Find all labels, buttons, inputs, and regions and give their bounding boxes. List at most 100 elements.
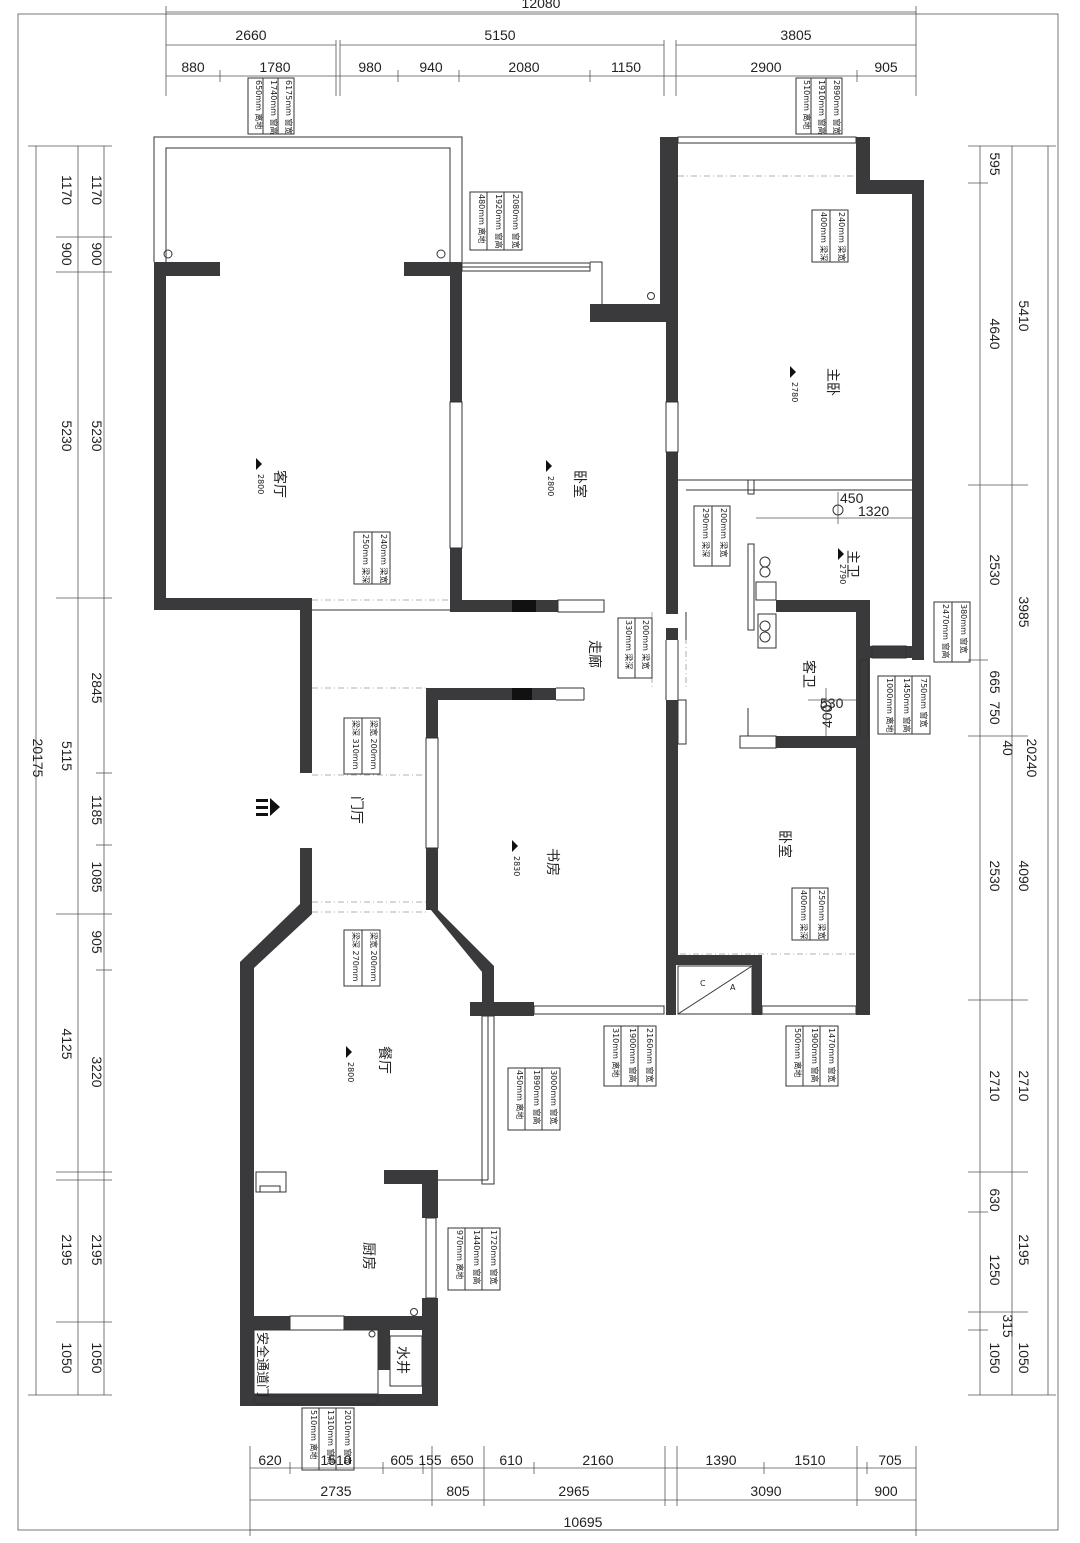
note-bottom-window-3: 510mm 离地 — [309, 1410, 319, 1459]
room-label-study: 书房 — [544, 848, 560, 876]
note-master-beam-1: 240mm 梁宽 — [837, 212, 847, 261]
right-sub-dim: 2710 — [987, 1070, 1003, 1101]
bottom-mid-dim: 900 — [874, 1483, 898, 1499]
note-master-beam-2: 400mm 梁深 — [819, 212, 828, 261]
bottom-sub-dim: 1390 — [705, 1452, 736, 1468]
note-bedroom-window-3: 500mm 离地 — [793, 1028, 803, 1077]
bottom-sub-dim: 605 — [390, 1452, 414, 1468]
note-guest-window-2: 1450mm 窗高 — [902, 678, 912, 733]
right-total-dim: 20240 — [1024, 739, 1040, 778]
note-kitchen-window-3: 970mm 离地 — [455, 1230, 465, 1279]
right-mid-dim: 3985 — [1016, 596, 1032, 627]
bottom-sub-dim: 650 — [450, 1452, 474, 1468]
top-sub-dim: 1150 — [611, 59, 641, 75]
note-nw-window-2: 1920mm 窗高 — [494, 194, 504, 249]
bottom-sub-dim: 610 — [499, 1452, 523, 1468]
left-sub-dim: 900 — [89, 242, 105, 266]
note-bedroom-window-1: 1470mm 窗宽 — [827, 1028, 837, 1083]
note-top-right-2: 1910mm 窗高 — [817, 80, 827, 135]
note-nw-window-1: 2080mm 窗宽 — [511, 194, 521, 249]
left-sub-dim: 3220 — [89, 1056, 105, 1087]
note-foyer-beam-1: 梁宽 200mm — [369, 720, 379, 770]
right-dimensions: 20240 5410 3985 4090 2710 2195 1050 595 … — [968, 145, 1056, 1396]
top-sub-dim: 980 — [358, 59, 382, 75]
bottom-mid-dim: 2965 — [558, 1483, 589, 1499]
bottom-dimensions: 620 1510 605 155 650 610 2160 1390 1510 … — [249, 1446, 917, 1536]
left-sub-dim: 1185 — [89, 795, 105, 825]
note-corridor-beam-2: 330mm 梁深 — [624, 620, 633, 669]
right-sub-dim: 595 — [987, 152, 1003, 176]
left-sub-dim: 2195 — [89, 1234, 105, 1265]
right-sub-dim: 750 — [987, 701, 1003, 725]
right-sub-dim: 630 — [987, 1188, 1003, 1212]
bath-fixtures: 450 1320 530 400 — [677, 479, 912, 749]
room-label-bedroom-nw: 卧室 — [571, 470, 588, 498]
note-right-window-2: 2470mm 窗高 — [941, 604, 951, 659]
top-sub-dim: 1780 — [259, 59, 290, 75]
note-bedroom-beam-2: 400mm 梁深 — [799, 890, 808, 939]
note-dining-window-2: 1890mm 窗高 — [532, 1070, 542, 1125]
right-sub-dim: 2530 — [987, 860, 1003, 891]
right-sub-dim: 1250 — [987, 1254, 1003, 1285]
right-sub-dim: 1050 — [987, 1342, 1003, 1373]
room-label-kitchen: 厨房 — [360, 1242, 376, 1270]
balcony-outline — [153, 136, 463, 262]
room-label-well: 水井 — [394, 1346, 410, 1374]
left-mid-dim: 5230 — [59, 420, 75, 451]
left-mid-dim: 2195 — [59, 1234, 75, 1265]
note-top-left-3: 650mm 离地 — [254, 80, 264, 129]
bottom-total-dim: 10695 — [564, 1514, 603, 1530]
height-study: 2830 — [512, 856, 521, 876]
note-corridor-beam-1: 200mm 梁宽 — [641, 620, 651, 669]
room-label-dining: 餐厅 — [376, 1046, 392, 1074]
right-mid-dim: 5410 — [1016, 300, 1032, 331]
note-guest-window-1: 750mm 窗宽 — [919, 678, 929, 727]
left-mid-dim: 1050 — [59, 1342, 75, 1373]
right-sub-dim: 2530 — [987, 554, 1003, 585]
note-top-left-2: 1740mm 窗高 — [269, 80, 279, 135]
top-mid-dim: 3805 — [780, 27, 811, 43]
note-living-beam-1: 240mm 梁宽 — [379, 534, 389, 583]
bath-dim-d: 400 — [819, 704, 835, 728]
right-mid-dim: 2710 — [1016, 1070, 1032, 1101]
left-total-dim: 20175 — [30, 739, 46, 778]
room-label-bedroom-e: 卧室 — [776, 830, 793, 858]
room-label-exit: 安全通道门 — [254, 1332, 270, 1397]
room-label-corridor: 走廊 — [586, 640, 603, 668]
left-mid-dim: 1170 — [59, 175, 75, 205]
note-bedroom-beam-1: 250mm 梁宽 — [817, 890, 827, 939]
bottom-sub-dim: 620 — [258, 1452, 282, 1468]
note-study-window-1: 2160mm 窗宽 — [645, 1028, 655, 1083]
note-bottom-window-1: 2010mm 窗宽 — [343, 1410, 353, 1465]
room-label-master-bath: 主卫 — [844, 550, 860, 578]
bottom-mid-dim: 3090 — [750, 1483, 781, 1499]
height-dining: 2800 — [346, 1062, 355, 1082]
right-mid-dim: 2195 — [1016, 1234, 1032, 1265]
left-sub-dim: 5230 — [89, 420, 105, 451]
bottom-mid-dim: 2735 — [320, 1483, 351, 1499]
right-sub-dim: 315 — [1000, 1314, 1016, 1338]
note-kitchen-window-1: 1720mm 窗宽 — [489, 1230, 499, 1285]
left-sub-dim: 1085 — [89, 861, 105, 892]
note-bottom-window-2: 1310mm 窗高 — [326, 1410, 336, 1465]
height-master: 2780 — [790, 382, 799, 402]
left-sub-dim: 1170 — [89, 175, 105, 205]
left-dimensions: 20175 1170 900 5230 5115 4125 2195 1050 … — [28, 145, 112, 1396]
walls — [154, 137, 924, 1406]
bottom-sub-dim: 705 — [878, 1452, 902, 1468]
note-study-window-3: 310mm 离地 — [611, 1028, 621, 1077]
bottom-mid-dim: 805 — [446, 1483, 470, 1499]
note-top-left-1: 6175mm 窗宽 — [284, 80, 294, 135]
bath-dim-b: 1320 — [858, 503, 889, 519]
height-markers: 2800 2800 2780 2790 2830 2800 — [256, 366, 847, 1082]
shaft-box: A C — [677, 965, 753, 1015]
top-sub-dim: 2080 — [508, 59, 539, 75]
note-bath-beam-2: 290mm 梁深 — [701, 508, 710, 557]
note-nw-window-3: 480mm 离地 — [477, 194, 487, 243]
height-bedroom-nw: 2800 — [546, 476, 555, 496]
room-label-living: 客厅 — [271, 470, 288, 498]
right-sub-dim: 40 — [1000, 740, 1016, 756]
height-master-bath: 2790 — [838, 564, 847, 584]
top-mid-dim: 2660 — [235, 27, 266, 43]
